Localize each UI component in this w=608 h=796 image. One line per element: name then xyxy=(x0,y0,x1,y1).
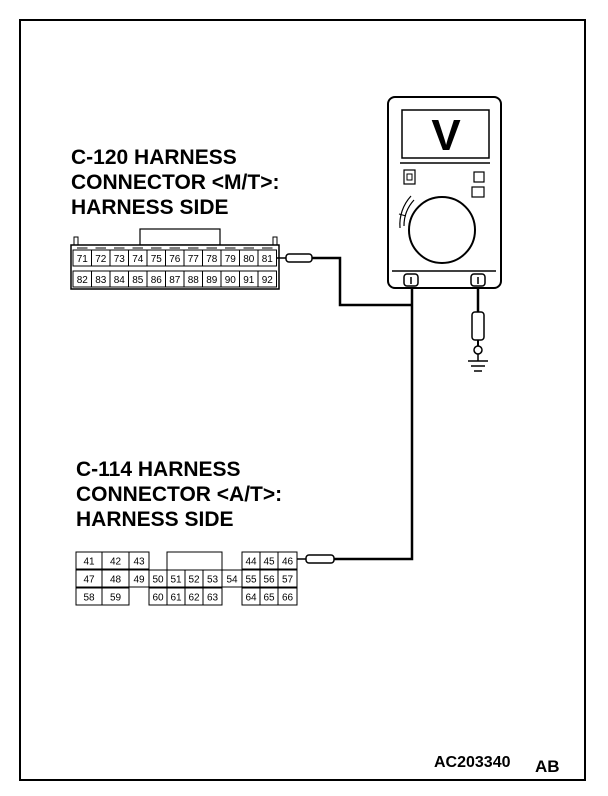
pin-number: 82 xyxy=(77,275,89,286)
c120-heading-line: C-120 HARNESS xyxy=(71,146,237,169)
c120-ear-left xyxy=(73,236,79,246)
pin-number: 51 xyxy=(170,575,182,586)
pin-number: 74 xyxy=(132,254,144,265)
power-button xyxy=(473,171,485,183)
pin-number: 55 xyxy=(245,575,257,586)
meter-display xyxy=(401,109,490,159)
pin-number: 64 xyxy=(245,593,257,604)
pin-number: 56 xyxy=(263,575,275,586)
c114-latch xyxy=(166,551,223,570)
c114-pin-cell xyxy=(101,587,130,606)
pin-number: 84 xyxy=(114,275,126,286)
dial-scale-arc-outer xyxy=(399,195,412,229)
pin-number: 59 xyxy=(110,593,122,604)
pin-number: 48 xyxy=(110,575,122,586)
pin-number: 90 xyxy=(225,275,237,286)
pin-number: 75 xyxy=(151,254,163,265)
pin-number: 49 xyxy=(133,575,145,586)
test-leads xyxy=(277,253,488,564)
pin-number: 73 xyxy=(114,254,126,265)
c114-pin-cell xyxy=(128,551,150,570)
pin-number: 91 xyxy=(243,275,255,286)
pin-number: 53 xyxy=(207,575,219,586)
meter-display-symbol: V xyxy=(431,111,461,160)
c114-pin-cell xyxy=(277,587,298,606)
pin-number: 77 xyxy=(188,254,200,265)
dial-tick xyxy=(398,213,407,217)
multimeter xyxy=(387,96,502,289)
pin-number: 43 xyxy=(133,557,145,568)
ground-clip xyxy=(473,345,483,355)
c120-pin-cell xyxy=(257,270,277,288)
c120-pin-cell xyxy=(257,249,277,267)
c120-probe-tip xyxy=(285,253,313,263)
c120-latch xyxy=(139,228,221,246)
pin-number: 85 xyxy=(132,275,144,286)
pin-number: 72 xyxy=(95,254,107,265)
pin-number: 66 xyxy=(282,593,294,604)
pin-number: 63 xyxy=(207,593,219,604)
c114-pin-cell xyxy=(202,587,223,606)
pin-number: 80 xyxy=(243,254,255,265)
pin-number: 92 xyxy=(262,275,274,286)
selector-dial xyxy=(408,196,476,264)
c120-heading: C-120 HARNESS CONNECTOR <M/T>: HARNESS S… xyxy=(71,145,279,220)
pin-number: 88 xyxy=(188,275,200,286)
c114-lead-wire xyxy=(334,284,414,561)
figure-suffix: AB xyxy=(535,757,560,776)
figure-code: AC203340 xyxy=(434,754,511,771)
c120-lead-wire xyxy=(312,256,412,307)
c114-heading-line: C-114 HARNESS xyxy=(76,458,241,481)
pin-number: 52 xyxy=(188,575,200,586)
c114-pin-cell xyxy=(277,569,298,588)
diagram-frame xyxy=(19,19,586,781)
c114-pin-grid: 41 42 43 44 45 46 47 48 49 50 51 52 53 54 55 56 57 58 59 60… xyxy=(75,551,298,606)
pin-number: 46 xyxy=(282,557,294,568)
pin-number: 89 xyxy=(206,275,218,286)
c120-ear-right xyxy=(272,236,278,246)
c114-heading-line: HARNESS SIDE xyxy=(76,508,234,531)
c114-probe-tip xyxy=(305,554,335,564)
pin-number: 65 xyxy=(263,593,275,604)
pin-number: 78 xyxy=(206,254,218,265)
range-button-left-inner xyxy=(406,173,413,181)
c120-heading-line: HARNESS SIDE xyxy=(71,196,229,219)
pin-number: 87 xyxy=(169,275,181,286)
c114-connector: 41 42 43 44 45 46 47 48 49 50 51 52 53 54 55 56 57 58 59 60… xyxy=(75,551,298,606)
c120-connector: 71 72 73 74 75 76 77 78 79 80 81 82 83 84 85 86 87 88 89 90… xyxy=(70,228,280,290)
pin-number: 86 xyxy=(151,275,163,286)
c120-heading-line: CONNECTOR <M/T>: xyxy=(71,171,280,194)
pin-number: 41 xyxy=(83,557,95,568)
pin-number: 58 xyxy=(83,593,95,604)
pin-number: 57 xyxy=(282,575,294,586)
pin-number: 81 xyxy=(262,254,274,265)
pin-number: 54 xyxy=(226,575,238,586)
pin-number: 83 xyxy=(95,275,107,286)
c114-heading-line: CONNECTOR <A/T>: xyxy=(76,483,283,506)
c120-pin-grid: 71 72 73 74 75 76 77 78 79 80 81 82 83 84 85 86 87 88 89 90… xyxy=(72,247,277,288)
pin-number: 60 xyxy=(152,593,164,604)
pin-number: 62 xyxy=(188,593,200,604)
c114-heading: C-114 HARNESS CONNECTOR <A/T>: HARNESS S… xyxy=(76,457,282,532)
hold-button xyxy=(471,186,485,198)
pin-number: 42 xyxy=(110,557,122,568)
pin-number: 61 xyxy=(170,593,182,604)
pin-number: 76 xyxy=(169,254,181,265)
dial-scale-arc xyxy=(403,199,415,227)
pin-number: 44 xyxy=(245,557,257,568)
c114-pin-cell xyxy=(277,551,298,570)
pin-number: 71 xyxy=(77,254,89,265)
ground-probe xyxy=(471,311,485,341)
pin-number: 45 xyxy=(263,557,275,568)
pin-number: 47 xyxy=(83,575,95,586)
pin-number: 79 xyxy=(225,254,237,265)
pin-number: 50 xyxy=(152,575,164,586)
